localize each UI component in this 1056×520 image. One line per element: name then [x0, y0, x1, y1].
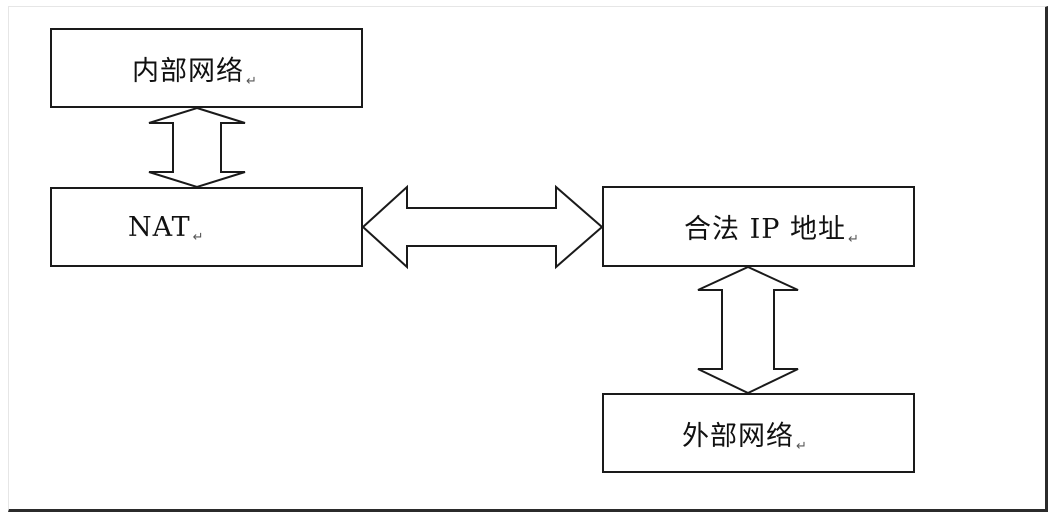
- external-network-box: 外部网络 ↵: [602, 393, 915, 473]
- nat-box: NAT ↵: [50, 187, 363, 267]
- legal-ip-address-label: 合法 IP 地址: [684, 214, 846, 245]
- internal-network-box: 内部网络 ↵: [50, 28, 363, 108]
- return-mark-icon: ↵: [192, 229, 204, 245]
- image-frame: [8, 6, 1048, 512]
- internal-network-label: 内部网络: [132, 55, 244, 87]
- external-network-label: 外部网络: [682, 420, 794, 452]
- nat-label: NAT: [128, 211, 191, 243]
- legal-ip-address-box: 合法 IP 地址 ↵: [602, 186, 915, 267]
- return-mark-icon: ↵: [796, 438, 807, 454]
- return-mark-icon: ↵: [246, 73, 257, 89]
- return-mark-icon: ↵: [848, 232, 859, 247]
